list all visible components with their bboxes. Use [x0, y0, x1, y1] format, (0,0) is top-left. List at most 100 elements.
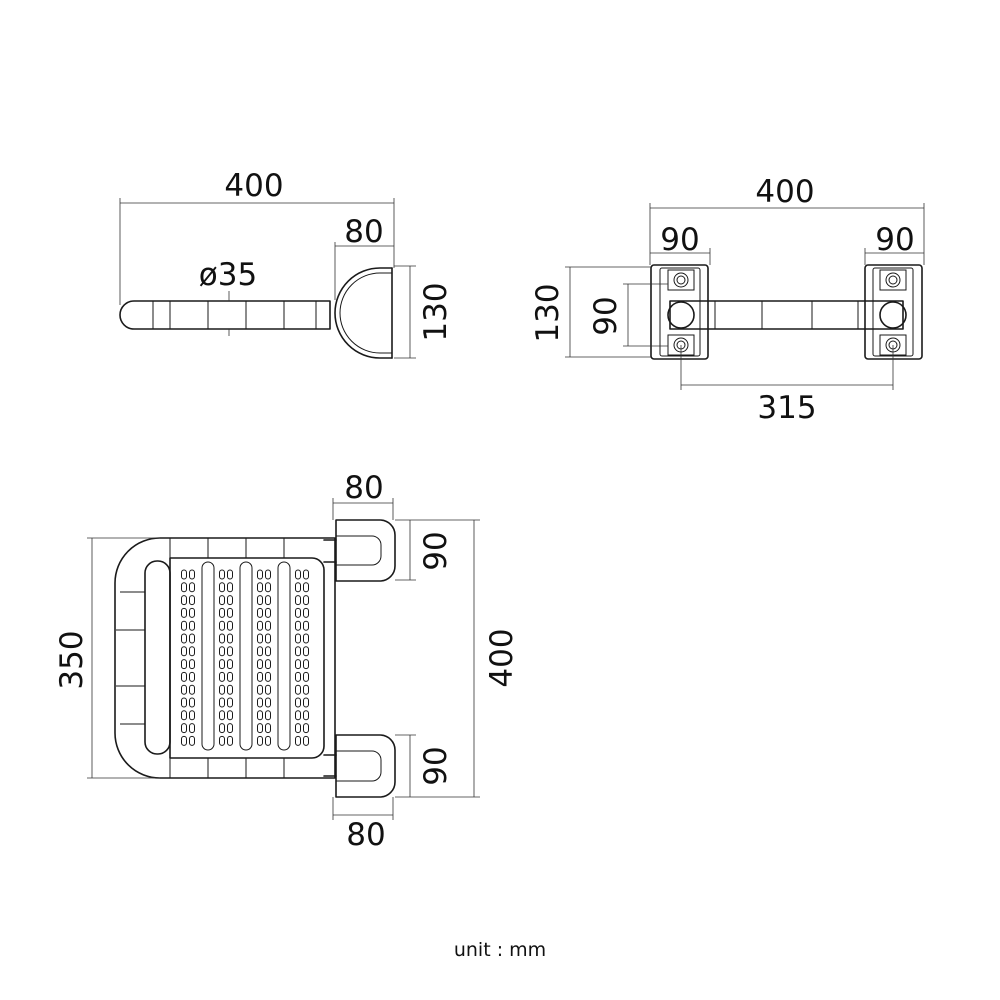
drain-slot — [189, 633, 195, 644]
drain-slot — [257, 569, 263, 580]
drain-slot — [257, 697, 263, 708]
front-bracket-inner-label: 90 — [588, 296, 624, 335]
drain-slot — [265, 659, 271, 670]
seat-panel — [169, 557, 325, 759]
side-width-label: 400 — [224, 168, 283, 204]
drain-slot — [257, 607, 263, 618]
drain-slot — [265, 735, 271, 746]
front-tube — [669, 300, 904, 330]
drain-slot — [219, 659, 225, 670]
drain-slot — [181, 646, 187, 657]
drain-slot — [189, 569, 195, 580]
top-bracket-width-label: 80 — [344, 470, 383, 506]
drain-slot — [227, 646, 233, 657]
drain-slot — [295, 684, 301, 695]
drain-slot — [219, 723, 225, 734]
drain-slot — [295, 723, 301, 734]
drain-slot — [181, 659, 187, 670]
drain-slot — [181, 595, 187, 606]
drain-slot — [303, 671, 309, 682]
drain-slot — [265, 710, 271, 721]
drain-slot — [257, 671, 263, 682]
drain-slot — [189, 723, 195, 734]
drain-slot — [303, 684, 309, 695]
drain-slot — [303, 659, 309, 670]
drain-slot — [257, 646, 263, 657]
drain-slot — [227, 633, 233, 644]
drain-slot — [181, 582, 187, 593]
drain-slot — [303, 710, 309, 721]
drain-slot — [181, 710, 187, 721]
drain-slot — [265, 633, 271, 644]
drain-slot — [295, 633, 301, 644]
drain-slot — [295, 671, 301, 682]
seat-bumper — [144, 560, 171, 755]
front-right-bracket — [864, 264, 923, 360]
overall-length-label: 400 — [484, 628, 520, 687]
drain-slot — [219, 735, 225, 746]
side-view: 400 80 ø35 130 — [119, 168, 454, 359]
drain-slot — [303, 646, 309, 657]
front-left-bracket — [650, 264, 709, 360]
drain-slot — [303, 633, 309, 644]
drain-slot — [189, 659, 195, 670]
drain-slot — [219, 671, 225, 682]
drain-slot — [303, 595, 309, 606]
side-tube-joints — [152, 301, 317, 329]
drain-slot — [219, 633, 225, 644]
drain-slot — [257, 723, 263, 734]
drain-slot — [227, 710, 233, 721]
top-view: 80 90 350 400 90 80 — [54, 470, 520, 853]
seat-drain-slots — [181, 569, 309, 746]
side-hinge-cup — [334, 267, 393, 359]
side-tube-diameter-label: ø35 — [199, 257, 257, 293]
drain-slot — [265, 620, 271, 631]
drain-slot — [295, 620, 301, 631]
seat-frame — [114, 537, 336, 779]
drain-slot — [189, 582, 195, 593]
drain-slot — [227, 582, 233, 593]
drain-slot — [265, 595, 271, 606]
drain-slot — [189, 710, 195, 721]
drain-slot — [227, 620, 233, 631]
front-height-label: 130 — [530, 283, 566, 342]
seat-slats — [201, 561, 291, 751]
front-hole-spacing-label: 315 — [757, 390, 816, 426]
drain-slot — [265, 607, 271, 618]
front-left-bracket-label: 90 — [660, 222, 699, 258]
drain-slot — [227, 607, 233, 618]
drain-slot — [181, 620, 187, 631]
drain-slot — [227, 659, 233, 670]
drain-slot — [257, 659, 263, 670]
drain-slot — [189, 595, 195, 606]
drain-slot — [303, 569, 309, 580]
drain-slot — [265, 582, 271, 593]
drain-slot — [181, 723, 187, 734]
drain-slot — [265, 684, 271, 695]
side-height-label: 130 — [418, 282, 454, 341]
drain-slot — [227, 723, 233, 734]
drain-slot — [189, 671, 195, 682]
drain-slot — [181, 684, 187, 695]
drain-slot — [257, 595, 263, 606]
drain-slot — [219, 710, 225, 721]
drain-slot — [295, 607, 301, 618]
front-tube-joints — [714, 301, 859, 329]
drain-slot — [265, 697, 271, 708]
drain-slot — [265, 723, 271, 734]
drain-slot — [257, 710, 263, 721]
drain-slot — [257, 633, 263, 644]
drain-slot — [257, 582, 263, 593]
bottom-bracket-height-label: 90 — [418, 746, 454, 785]
drain-slot — [257, 735, 263, 746]
drain-slot — [219, 607, 225, 618]
drain-slot — [303, 620, 309, 631]
drain-slot — [219, 646, 225, 657]
top-bracket-height-label: 90 — [418, 531, 454, 570]
drain-slot — [295, 659, 301, 670]
drain-slot — [219, 582, 225, 593]
drain-slot — [295, 582, 301, 593]
drain-slot — [295, 697, 301, 708]
drain-slot — [189, 646, 195, 657]
drain-slot — [181, 633, 187, 644]
